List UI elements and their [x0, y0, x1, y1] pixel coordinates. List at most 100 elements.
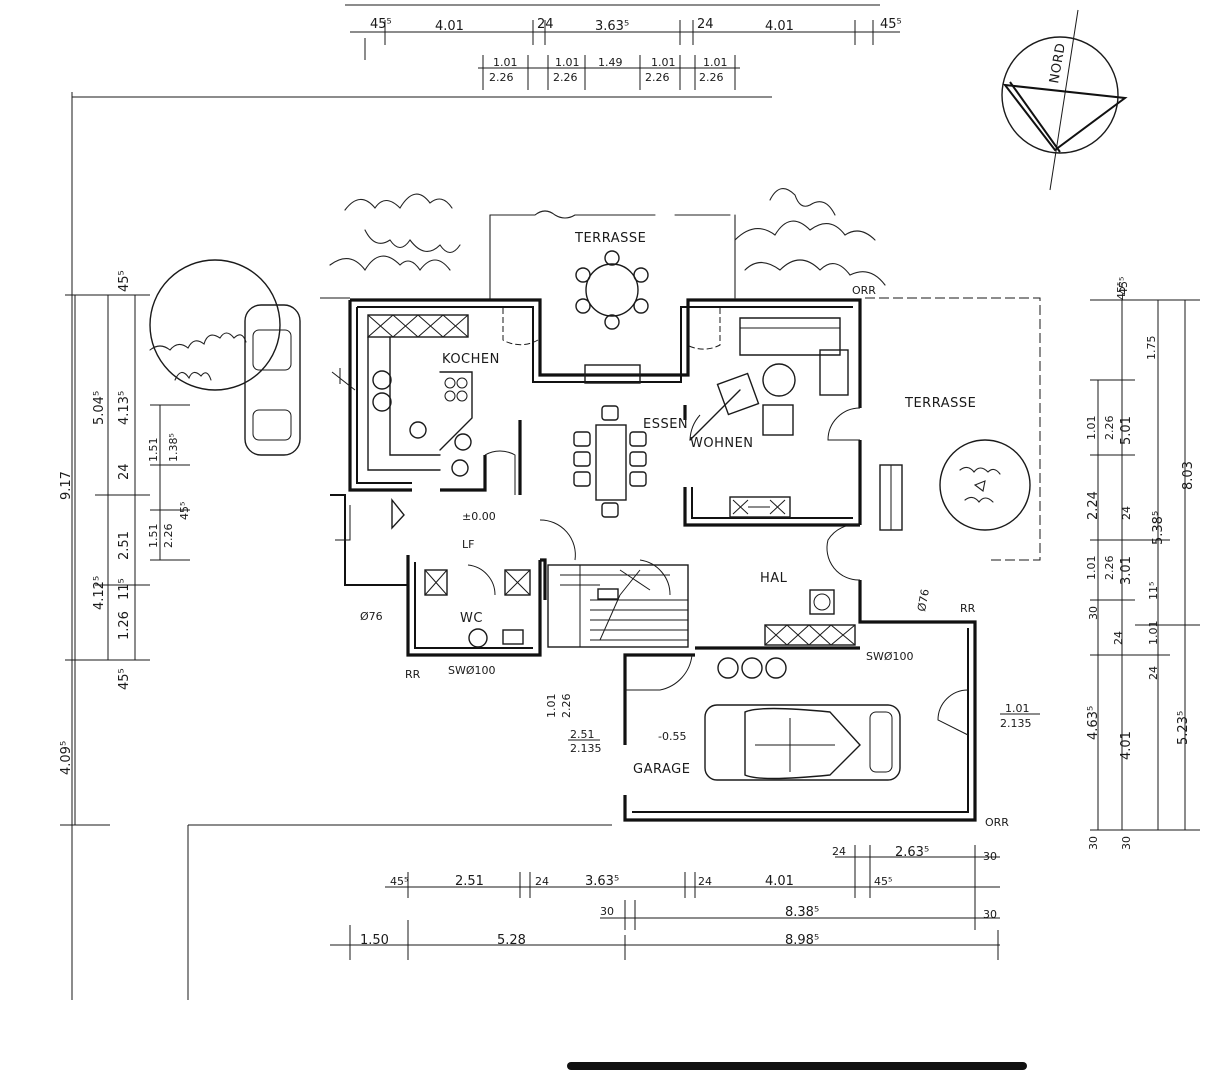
garage-door-w: 1.01 [1005, 702, 1030, 715]
home-indicator-bar[interactable] [567, 1062, 1027, 1070]
dim-bottom1-6: 4.01 [765, 874, 794, 889]
dim-bottom2-1: 30 [600, 905, 614, 918]
kitchen-counters [367, 314, 473, 477]
marker-rr-left: RR [405, 668, 421, 681]
wc-fixtures [424, 569, 531, 648]
dim-top-5: 24 [697, 17, 714, 32]
dim-left-inner-4: 11⁵ [117, 578, 132, 600]
door-dimensions: 1.01 2.26 2.51 2.135 1.01 2.135 [545, 694, 1040, 755]
tree-left [149, 259, 281, 391]
dim-bottom1-2: 2.51 [455, 874, 484, 889]
dim-bottom1-8: 24 [832, 845, 846, 858]
dim-right-mid-6: 11⁵ [1147, 582, 1160, 600]
win-left-1-h: 1.38⁵ [167, 433, 180, 462]
door-stair-w: 2.51 [570, 728, 595, 741]
top-dimension-chain: 45⁵ 4.01 24 3.63⁵ 24 4.01 45⁵ [345, 4, 902, 60]
win-top-1-h: 2.26 [489, 71, 514, 84]
room-labels: TERRASSE KOCHEN ESSEN WOHNEN TERRASSE WC… [442, 231, 976, 777]
north-arrow: NORD [1001, 9, 1128, 191]
left-dimension-chain: 9.17 4.09⁵ 5.04⁵ 4.12⁵ 4.13⁵ 24 2.51 11⁵… [59, 270, 191, 826]
level-ground: ±0.00 [462, 510, 496, 523]
door-mid-h: 2.26 [560, 694, 573, 719]
label-wohnen: WOHNEN [690, 436, 754, 451]
dim-left-inner-6: 45⁵ [117, 668, 132, 690]
dim-right-inner-4: 1.01 [1085, 556, 1098, 581]
dim-bottom3-3: 8.98⁵ [785, 933, 819, 948]
win-left-2-w: 1.51 [147, 524, 160, 549]
tree-right [939, 439, 1031, 531]
garage-car [704, 704, 901, 781]
label-garage: GARAGE [633, 762, 690, 777]
label-wc: WC [460, 611, 483, 626]
win-top-2-h: 2.26 [553, 71, 578, 84]
dim-bottom2-3: 30 [983, 908, 997, 921]
win-top-5-w: 1.01 [703, 56, 728, 69]
level-markers: ±0.00 LF -0.55 Ø76 Ø76 SWØ100 SWØ100 RR … [360, 284, 1009, 829]
dim-bottom1-5: 24 [698, 875, 712, 888]
label-terrasse-right: TERRASSE [904, 396, 976, 411]
dim-right-inner-7: 24 [1112, 631, 1125, 645]
marker-d76-right: Ø76 [915, 588, 932, 613]
win-top-4-w: 1.01 [651, 56, 676, 69]
marker-d76-left: Ø76 [360, 610, 383, 623]
dim-top-2: 4.01 [435, 19, 464, 34]
dim-right-inner-3: 2.24 [1086, 491, 1101, 520]
dim-right-mid-9: 4.01 [1119, 731, 1134, 760]
sideboard [729, 496, 791, 518]
dim-bottom1-3: 24 [535, 875, 549, 888]
label-terrasse-top: TERRASSE [574, 231, 646, 246]
win-top-4-h: 2.26 [645, 71, 670, 84]
terrace-dining-table [575, 250, 649, 330]
right-dimension-chain: 1.01 2.26 2.24 1.01 2.26 30 24 4.63⁵ 30 … [1085, 277, 1200, 850]
terrace-right-outline [320, 297, 1041, 561]
bottom-dimension-chain: 45⁵ 2.51 24 3.63⁵ 24 4.01 45⁵ 24 2.63⁵ 3… [330, 845, 1000, 960]
dim-right-inner-2: 2.26 [1103, 416, 1116, 441]
staircase [547, 564, 689, 648]
dim-left-mid-1: 5.04⁵ [92, 391, 107, 425]
dim-right-outer-2: 5.38⁵ [1151, 511, 1166, 545]
dim-bottom1-9: 2.63⁵ [895, 845, 929, 860]
level-lf: LF [462, 538, 474, 551]
north-label: NORD [1047, 42, 1069, 85]
level-garage: -0.55 [658, 730, 686, 743]
dim-right-inner-6: 30 [1087, 606, 1100, 620]
dim-right-outer-3: 8.03 [1181, 461, 1196, 490]
dim-left-mid-2: 4.12⁵ [92, 576, 107, 610]
dim-left-inner-1: 4.13⁵ [117, 391, 132, 425]
dim-top-3: 24 [537, 17, 554, 32]
dim-top-1: 45⁵ [370, 17, 392, 32]
dim-left-inner-3: 2.51 [117, 531, 132, 560]
dim-top-6: 4.01 [765, 19, 794, 34]
win-left-1-w: 1.51 [147, 438, 160, 463]
dim-right-mid-1: 45⁵ [1117, 277, 1130, 295]
win-left-2-h: 2.26 [162, 524, 175, 549]
dim-right-mid-3: 5.01 [1119, 416, 1134, 445]
vegetation-top [329, 188, 886, 301]
win-top-3-w: 1.49 [598, 56, 623, 69]
marker-rr-right: RR [960, 602, 976, 615]
living-furniture [689, 317, 849, 441]
dim-top-4: 3.63⁵ [595, 19, 629, 34]
dim-bottom1-7: 45⁵ [874, 875, 892, 888]
win-left-3: 45⁵ [178, 502, 191, 520]
dim-left-inner-2: 24 [117, 463, 132, 480]
marker-sw-left: SWØ100 [448, 664, 496, 677]
win-top-1-w: 1.01 [493, 56, 518, 69]
hall-wardrobe [717, 589, 856, 679]
dim-right-mid-10: 30 [1120, 836, 1133, 850]
dim-top-7: 45⁵ [880, 17, 902, 32]
dim-bottom3-2: 5.28 [497, 933, 526, 948]
label-hall: HAL [760, 571, 788, 586]
dim-right-inner-9: 30 [1087, 836, 1100, 850]
building-walls [330, 298, 977, 822]
dim-bottom1-1: 45⁵ [390, 875, 408, 888]
dim-right-mid-8: 24 [1147, 666, 1160, 680]
garage-door-h: 2.135 [1000, 717, 1032, 730]
dim-left-inner-5: 1.26 [117, 611, 132, 640]
doors [331, 308, 969, 736]
top-window-dimensions: 1.01 2.26 1.01 2.26 1.49 1.01 2.26 1.01 … [478, 55, 740, 90]
dim-right-mid-7: 1.01 [1147, 621, 1160, 646]
dim-right-inner-1: 1.01 [1085, 416, 1098, 441]
dim-bottom1-10: 30 [983, 850, 997, 863]
door-stair-h: 2.135 [570, 742, 602, 755]
